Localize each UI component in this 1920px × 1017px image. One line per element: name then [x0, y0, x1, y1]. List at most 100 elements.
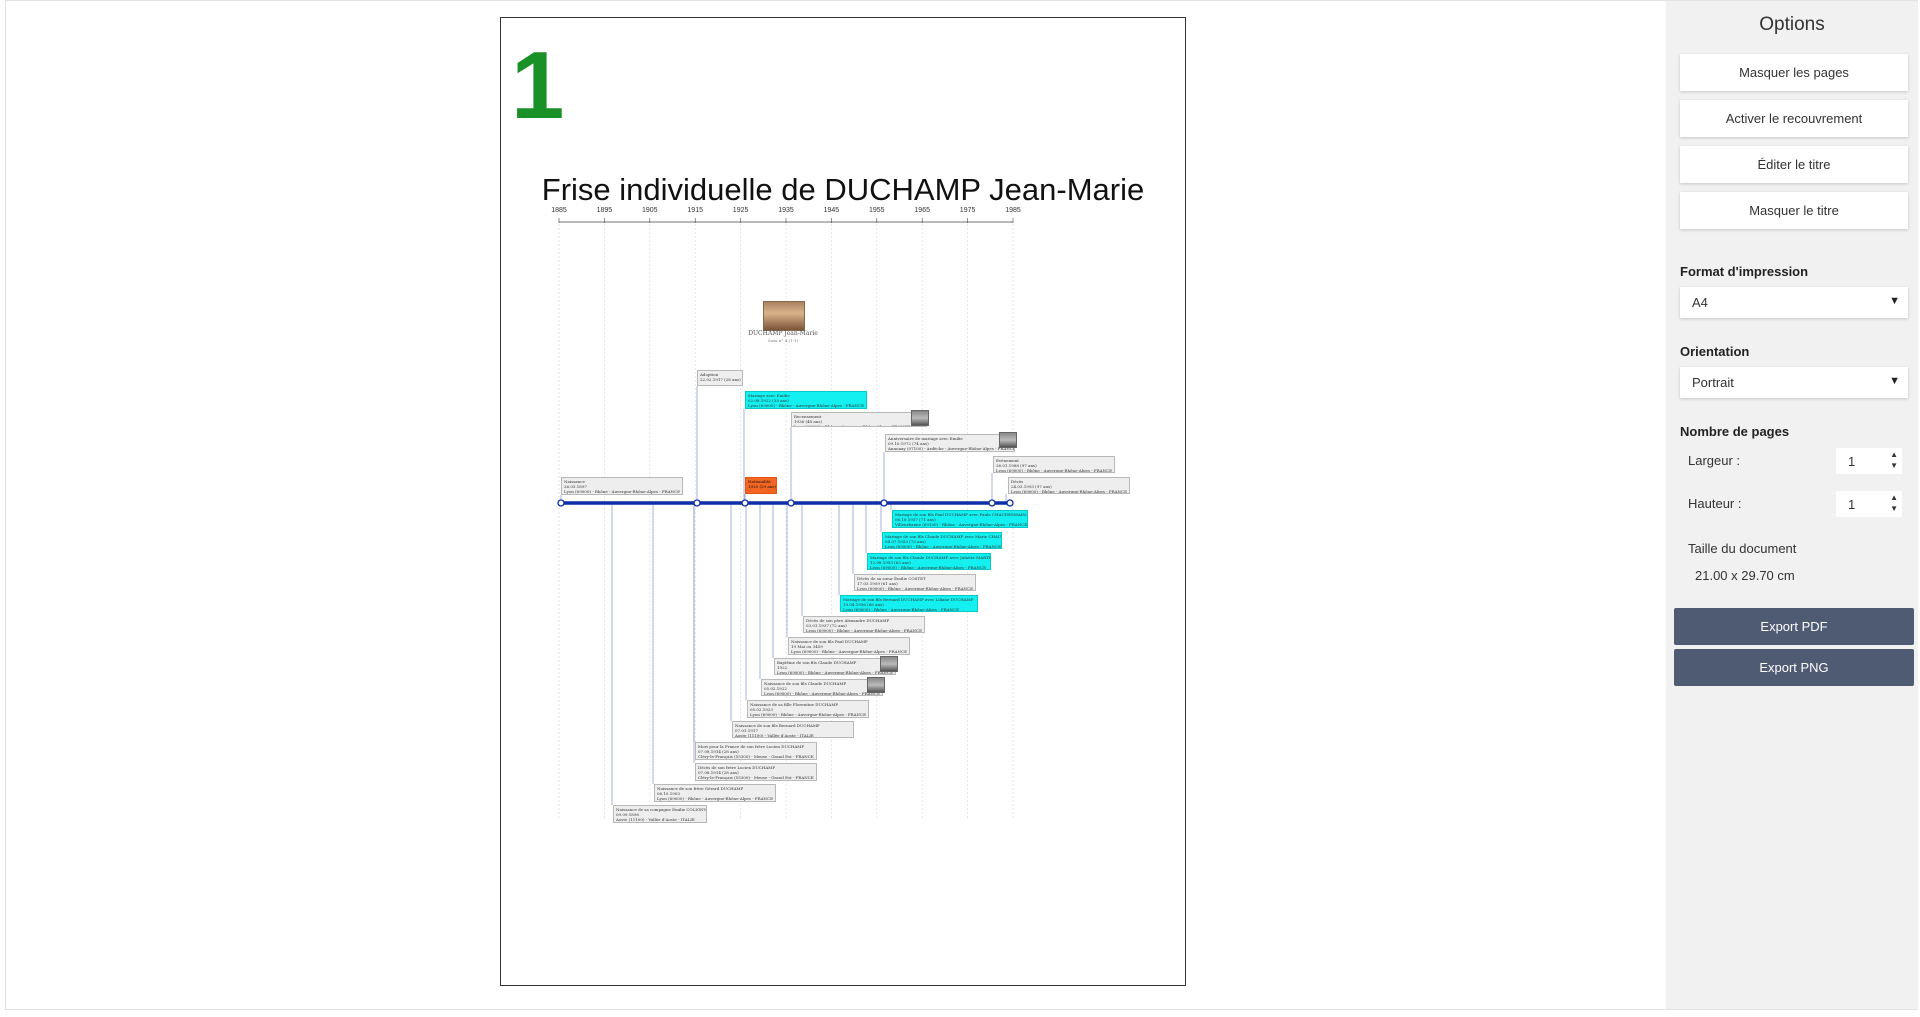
event-text: Mariage de son fils Claude DUCHAMP avec …: [870, 555, 991, 560]
event-text: Mariage avec Emilie: [748, 393, 790, 398]
orientation-value: Portrait: [1692, 375, 1734, 390]
print-page: 1 Frise individuelle de DUCHAMP Jean-Mar…: [500, 17, 1186, 986]
print-format-value: A4: [1692, 295, 1708, 310]
orientation-select[interactable]: Portrait ▼: [1680, 367, 1908, 398]
event-text: 07.01.1917: [735, 728, 758, 733]
enable-overlap-button[interactable]: Activer le recouvrement: [1680, 100, 1908, 137]
timeline-event[interactable]: Naissance de sa fille Florentine DUCHAMP…: [747, 700, 869, 718]
print-format-label: Format d'impression: [1680, 264, 1809, 279]
event-photo[interactable]: [999, 432, 1017, 448]
event-text: Lyon (69000) - Rhône - Auvergne-Rhône-Al…: [806, 628, 923, 633]
event-text: Naissance de sa compagne Émilie COLIGNY: [616, 807, 707, 812]
event-text: Lyon (69000) - Rhône - Auvergne-Rhône-Al…: [750, 712, 867, 717]
event-text: 05.02.1922: [764, 686, 787, 691]
year-tick-label: 1935: [778, 207, 794, 214]
timeline-event[interactable]: Mariage de son fils Paul DUCHAMP avec Pa…: [892, 510, 1028, 528]
event-text: Décès: [1011, 479, 1024, 484]
timeline-dot: [787, 499, 795, 507]
year-tick-label: 1895: [597, 207, 613, 214]
person-photo[interactable]: [763, 301, 805, 331]
event-text: 1922: [777, 665, 788, 670]
event-text: Lyon (69000) - Rhône - Auvergne-Rhône-Al…: [791, 649, 908, 654]
timeline-event[interactable]: Mariage de son fils Claude DUCHAMP avec …: [882, 532, 1002, 549]
event-text: 02.08.1922 (33 ans): [748, 398, 789, 403]
event-text: 26.03.1897: [564, 484, 587, 489]
edit-title-button[interactable]: Éditer le titre: [1680, 146, 1908, 183]
event-text: Mariage de son fils Bernard DUCHAMP avec…: [843, 597, 974, 602]
timeline-event[interactable]: Mariage de son fils Claude DUCHAMP avec …: [867, 553, 991, 570]
hide-pages-button[interactable]: Masquer les pages: [1680, 54, 1908, 91]
event-photo[interactable]: [867, 677, 885, 693]
document-size-label: Taille du document: [1688, 541, 1797, 556]
event-text: Adoption: [700, 372, 719, 377]
timeline-event[interactable]: Mariage de son fils Bernard DUCHAMP avec…: [840, 595, 978, 612]
event-text: Lyon (69000) - Rhône - Auvergne-Rhône-Al…: [777, 670, 894, 675]
width-value: 1: [1848, 454, 1856, 469]
width-label: Largeur :: [1688, 453, 1741, 468]
timeline-dot: [1006, 499, 1014, 507]
event-text: 1920 (29 ans): [748, 484, 776, 489]
event-text: Naissance: [564, 479, 585, 484]
hide-title-button[interactable]: Masquer le titre: [1680, 192, 1908, 229]
spinner-icon[interactable]: ▲▼: [1890, 493, 1898, 513]
event-text: Recensement: [794, 414, 822, 419]
year-tick-label: 1905: [642, 207, 658, 214]
year-tick-label: 1925: [733, 207, 749, 214]
chevron-down-icon: ▼: [1889, 295, 1900, 307]
page-number: 1: [511, 32, 565, 139]
year-tick-label: 1885: [551, 207, 567, 214]
event-photo[interactable]: [911, 410, 929, 426]
chevron-down-icon: ▼: [1889, 375, 1900, 387]
timeline-dot: [988, 499, 996, 507]
event-text: 07.08.1914 (28 ans): [698, 749, 739, 754]
export-png-button[interactable]: Export PNG: [1674, 649, 1914, 686]
event-text: Anniversaire de mariage avec Emilie: [888, 436, 963, 441]
event-text: Villeurbanne (69100) - Rhône - Auvergne-…: [895, 522, 1028, 527]
event-text: Baptême de son fils Claude DUCHAMP: [777, 660, 857, 665]
width-input[interactable]: 1 ▲▼: [1836, 448, 1902, 474]
year-tick-label: 1945: [824, 207, 840, 214]
timeline-dot: [880, 499, 888, 507]
person-name: DUCHAMP Jean-Marie: [748, 330, 818, 337]
event-text: 17.03.1959 (61 ans): [857, 581, 898, 586]
pages-count-label: Nombre de pages: [1680, 424, 1790, 439]
event-text: 12.08.1953 (63 ans): [870, 560, 911, 565]
timeline-title[interactable]: Frise individuelle de DUCHAMP Jean-Marie: [541, 172, 1145, 207]
spinner-icon[interactable]: ▲▼: [1890, 450, 1898, 470]
timeline-dot: [693, 499, 701, 507]
height-input[interactable]: 1 ▲▼: [1836, 491, 1902, 517]
event-text: 19.04.1956 (66 ans): [843, 602, 884, 607]
options-panel: Options Masquer les pages Activer le rec…: [1666, 1, 1918, 1009]
event-text: 26.01.1988 (97 ans): [996, 463, 1037, 468]
print-format-select[interactable]: A4 ▼: [1680, 287, 1908, 318]
event-connectors: [560, 386, 1007, 805]
timeline-event[interactable]: Mort pour la France de son frère Lucien …: [695, 742, 817, 760]
event-photo[interactable]: [880, 656, 898, 672]
event-text: 19 Mai ou 3459: [791, 644, 823, 649]
year-tick-label: 1955: [869, 207, 885, 214]
export-pdf-button[interactable]: Export PDF: [1674, 608, 1914, 645]
event-text: 22.02.1917 (28 ans): [700, 377, 741, 382]
event-text: Naissance de son fils Claude DUCHAMP: [764, 681, 847, 686]
event-text: Décès de son père Alexandre DUCHAMP: [806, 618, 890, 623]
event-text: Mariage de son fils Claude DUCHAMP avec …: [885, 534, 1002, 539]
event-text: Annonay (07100) - Ardèche - Auvergne-Rhô…: [888, 446, 1015, 451]
